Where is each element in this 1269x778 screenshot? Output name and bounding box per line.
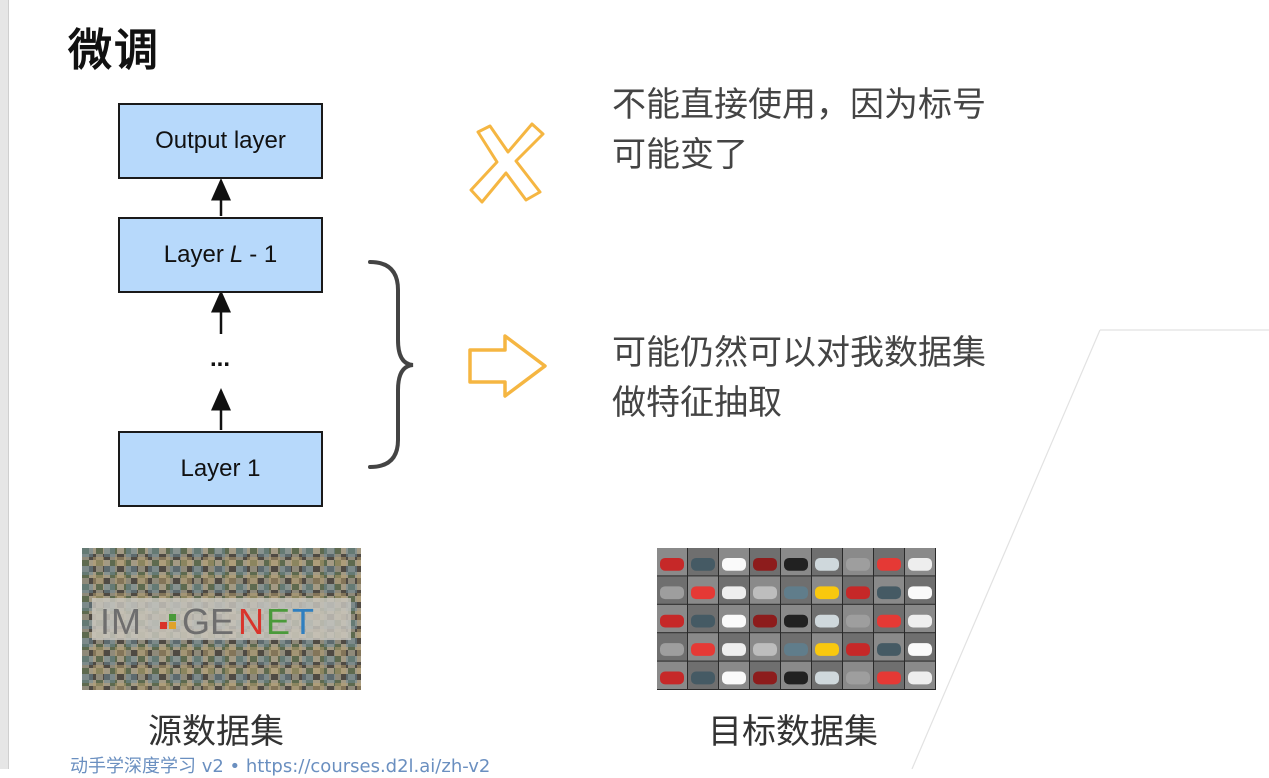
car-shape bbox=[753, 557, 777, 571]
car-shape bbox=[877, 614, 901, 628]
layer-prefix: Layer bbox=[163, 241, 224, 268]
left-edge-bar bbox=[0, 0, 9, 769]
car-shape bbox=[784, 671, 808, 685]
car-shape bbox=[784, 643, 808, 656]
decorative-diagonal bbox=[911, 329, 1269, 769]
car-shape bbox=[908, 614, 932, 628]
car-shape bbox=[908, 643, 932, 656]
imagenet-image: IM GE N E T bbox=[82, 548, 361, 690]
car-shape bbox=[784, 614, 808, 628]
car-shape bbox=[815, 586, 839, 600]
car-shape bbox=[691, 671, 715, 685]
car-shape bbox=[877, 586, 901, 600]
car-shape bbox=[660, 557, 684, 571]
car-shape bbox=[908, 671, 932, 685]
svg-text:GE: GE bbox=[182, 601, 234, 642]
car-shape bbox=[722, 671, 746, 685]
output-layer-box: Output layer bbox=[118, 103, 323, 179]
footer-text: 动手学深度学习 v2 • https://courses.d2l.ai/zh-v… bbox=[70, 756, 491, 777]
cross-note: 不能直接使用，因为标号可能变了 bbox=[612, 85, 986, 175]
car-shape bbox=[846, 557, 870, 571]
layer-suffix: - 1 bbox=[249, 241, 278, 268]
car-shape bbox=[908, 557, 932, 571]
car-shape bbox=[877, 671, 901, 685]
car-shape bbox=[722, 586, 746, 600]
svg-text:IM: IM bbox=[100, 601, 142, 642]
car-shape bbox=[660, 671, 684, 685]
car-shape bbox=[660, 614, 684, 628]
car-shape bbox=[753, 643, 777, 656]
target-dataset-caption: 目标数据集 bbox=[708, 712, 878, 752]
car-shape bbox=[722, 557, 746, 571]
svg-text:E: E bbox=[266, 601, 290, 642]
car-shape bbox=[846, 614, 870, 628]
page-title: 微调 bbox=[68, 25, 160, 76]
right-arrow-icon bbox=[468, 334, 547, 398]
car-shape bbox=[846, 643, 870, 656]
car-shape bbox=[877, 557, 901, 571]
layer-1-box: Layer 1 bbox=[118, 431, 323, 507]
car-shape bbox=[908, 586, 932, 600]
layer-L-minus-1-box: Layer L - 1 bbox=[118, 217, 323, 293]
output-layer-label: Output layer bbox=[155, 127, 286, 154]
car-shape bbox=[753, 614, 777, 628]
car-shape bbox=[691, 586, 715, 600]
car-shape bbox=[753, 671, 777, 685]
car-shape bbox=[815, 643, 839, 656]
svg-text:T: T bbox=[292, 601, 314, 642]
cars-grid bbox=[657, 548, 936, 690]
car-shape bbox=[691, 614, 715, 628]
car-shape bbox=[753, 586, 777, 600]
car-shape bbox=[691, 557, 715, 571]
car-shape bbox=[846, 586, 870, 600]
car-shape bbox=[660, 643, 684, 656]
car-shape bbox=[722, 614, 746, 628]
car-shape bbox=[815, 614, 839, 628]
imagenet-mosaic: IM GE N E T bbox=[82, 548, 361, 690]
curly-brace bbox=[368, 260, 414, 469]
cross-mark-icon bbox=[469, 122, 545, 204]
car-shape bbox=[877, 643, 901, 656]
car-shape bbox=[784, 586, 808, 600]
car-shape bbox=[846, 671, 870, 685]
svg-text:N: N bbox=[238, 601, 264, 642]
car-shape bbox=[815, 557, 839, 571]
car-shape bbox=[784, 557, 808, 571]
ellipsis: ... bbox=[209, 345, 230, 372]
car-shape bbox=[722, 643, 746, 656]
layer-1-label: Layer 1 bbox=[180, 455, 261, 482]
arrow-note: 可能仍然可以对我数据集做特征抽取 bbox=[612, 333, 986, 423]
layer-variable: L bbox=[229, 241, 244, 268]
car-shape bbox=[815, 671, 839, 685]
car-shape bbox=[660, 586, 684, 600]
source-dataset-caption: 源数据集 bbox=[148, 712, 284, 752]
cars-image bbox=[657, 548, 936, 690]
car-shape bbox=[691, 643, 715, 656]
